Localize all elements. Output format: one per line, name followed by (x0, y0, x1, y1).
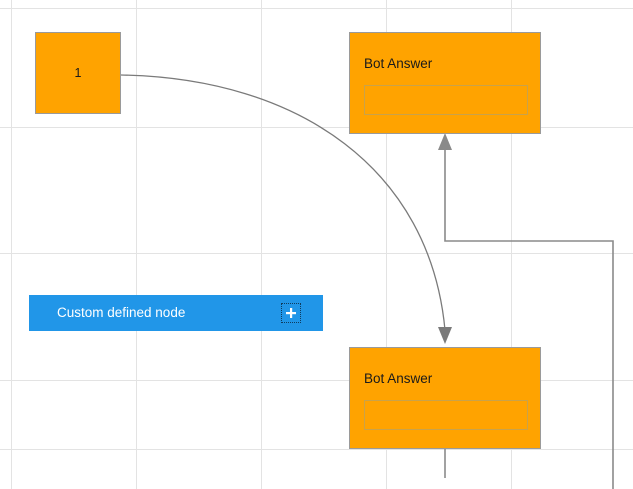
node-bot-answer-bottom-slot[interactable] (364, 400, 528, 430)
plus-icon[interactable] (281, 303, 301, 323)
custom-defined-node-bar[interactable]: Custom defined node (29, 295, 323, 331)
node-small-1-label: 1 (74, 65, 82, 80)
arrowhead-up-icon (438, 133, 452, 150)
node-bot-answer-bottom-title: Bot Answer (364, 371, 433, 386)
node-bot-answer-bottom[interactable]: Bot Answer (349, 347, 541, 449)
arrowhead-down-icon (438, 327, 452, 344)
node-bot-answer-top[interactable]: Bot Answer (349, 32, 541, 134)
node-bot-answer-top-title: Bot Answer (364, 56, 433, 71)
edge-node1-to-bot-answer-bottom[interactable] (120, 74, 446, 331)
edge-bot-answer-bottom-to-bot-answer-top[interactable] (444, 147, 614, 489)
node-bot-answer-top-slot[interactable] (364, 85, 528, 115)
custom-defined-node-label: Custom defined node (57, 305, 186, 320)
node-small-1[interactable]: 1 (35, 32, 121, 114)
